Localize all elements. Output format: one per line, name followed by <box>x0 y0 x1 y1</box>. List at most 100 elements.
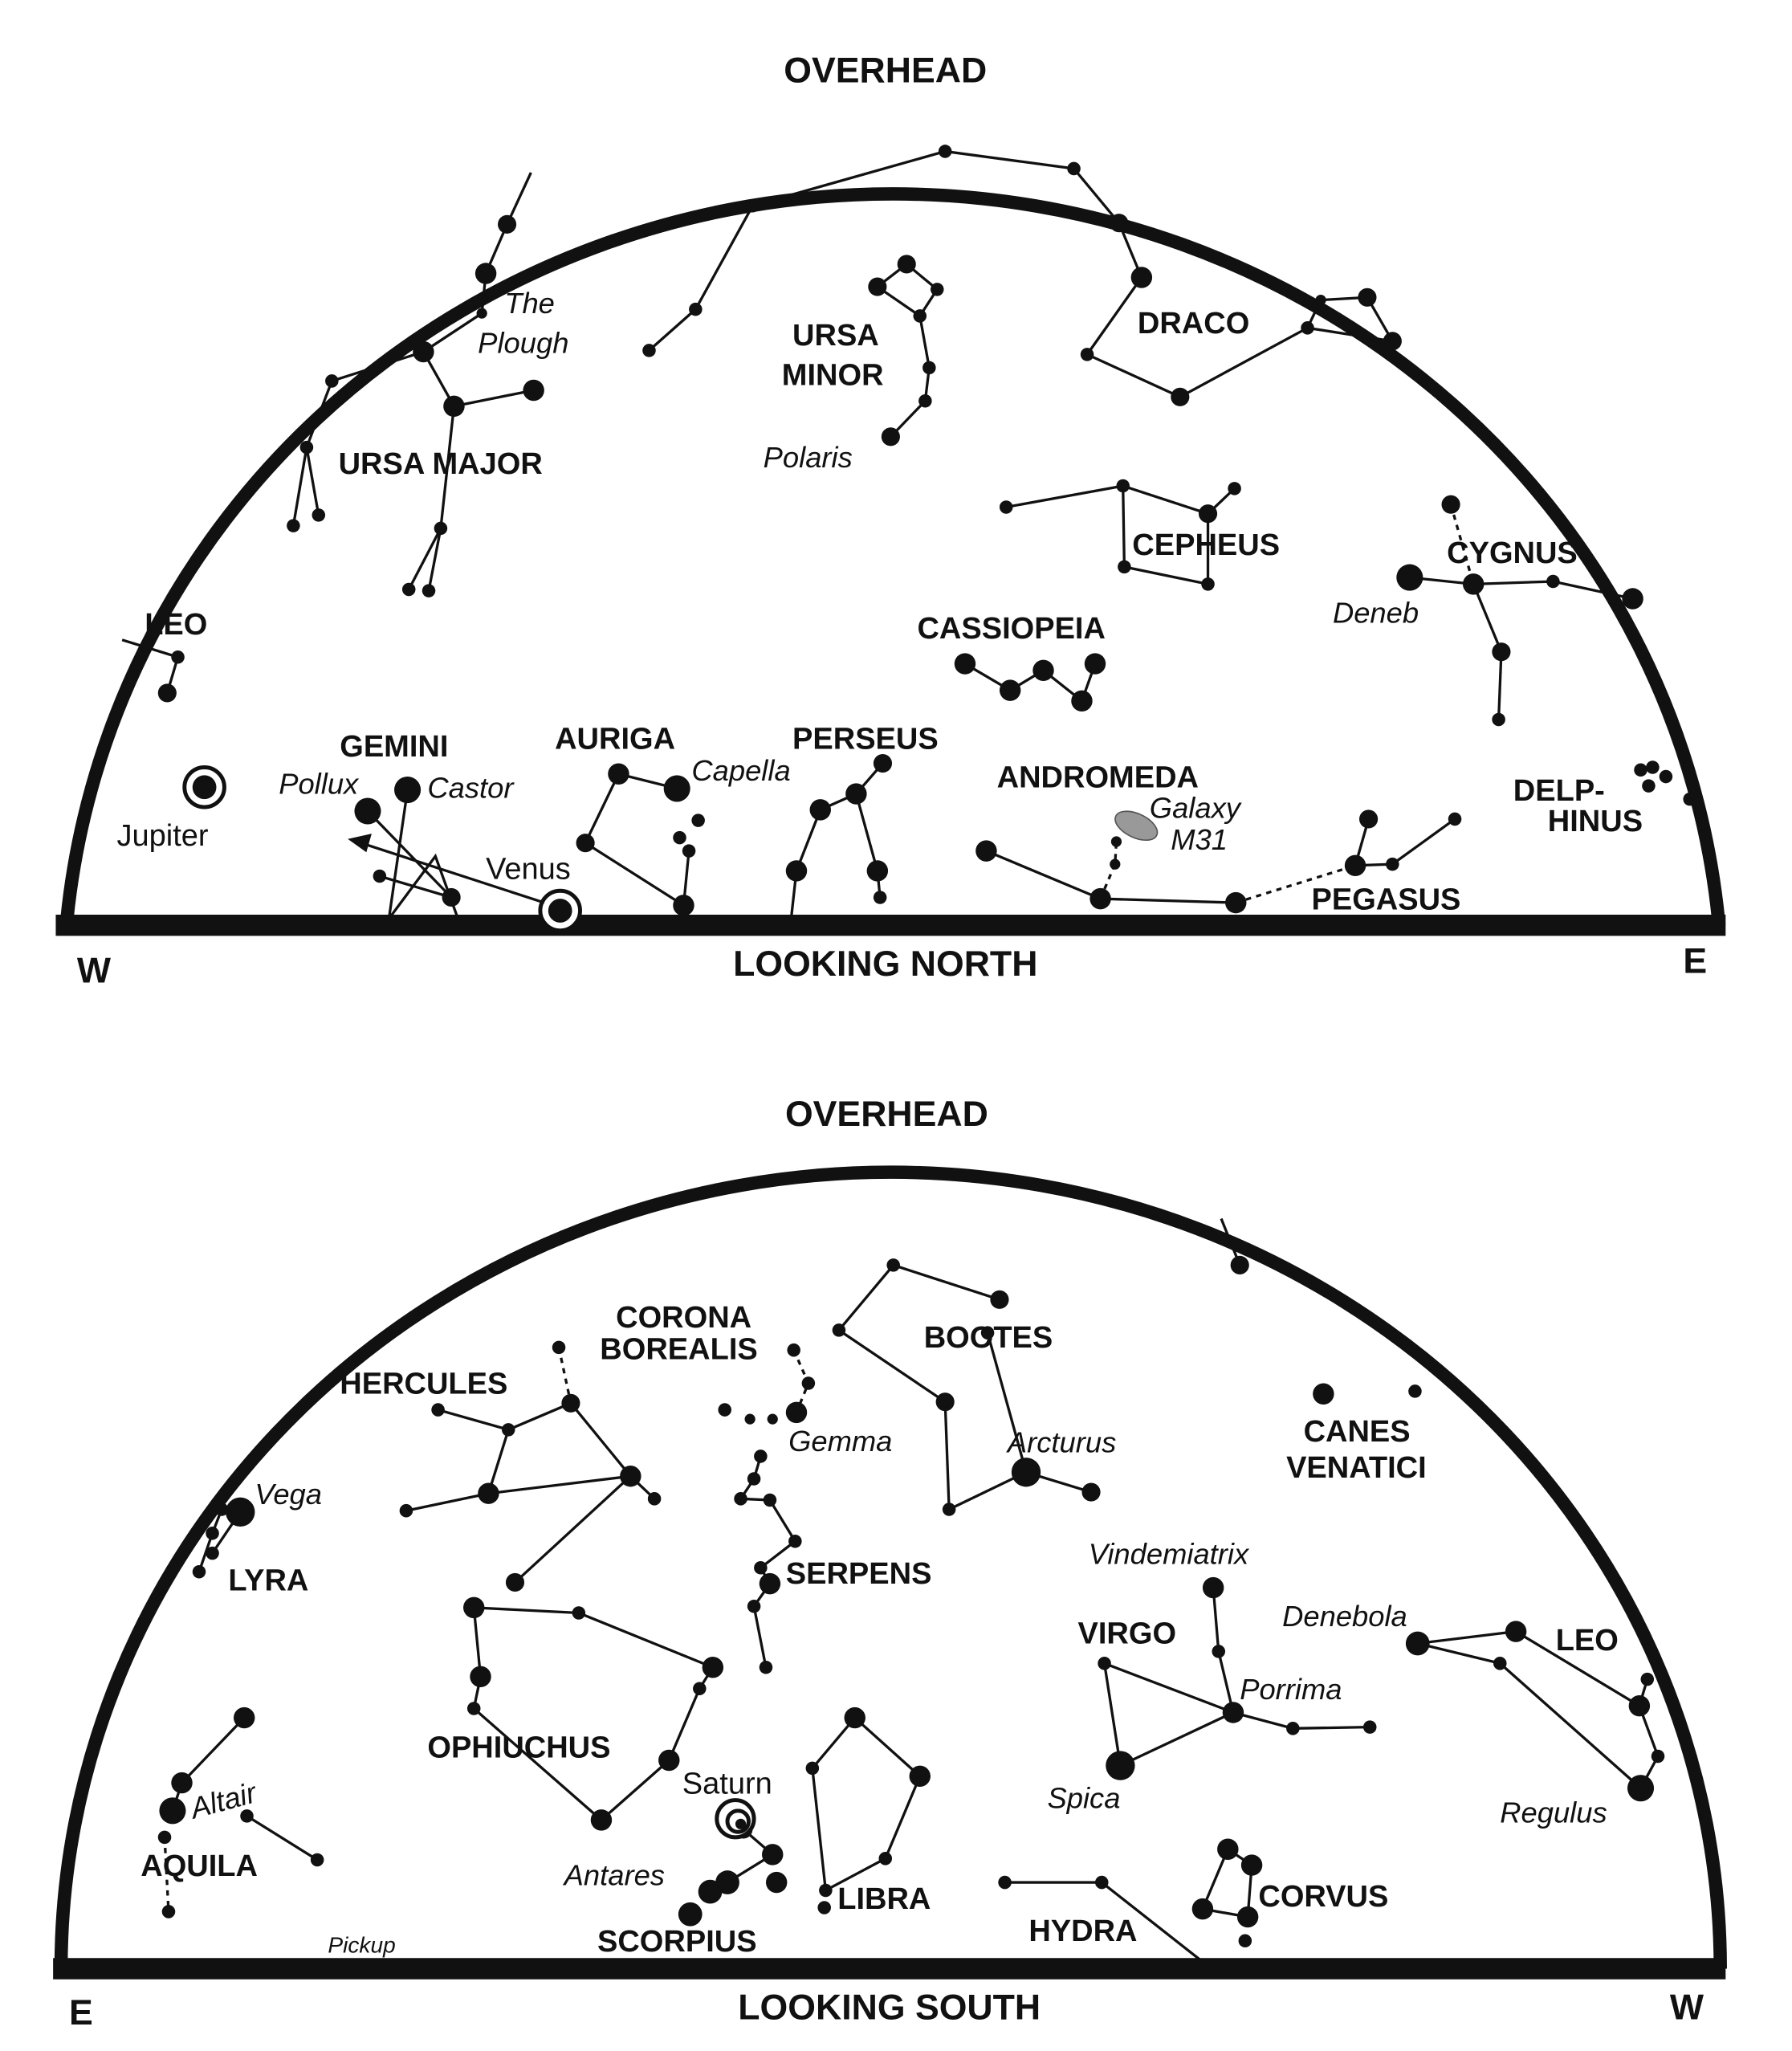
south-chart: OVERHEAD LOOKING SOUTH E W CORONA BOREAL… <box>53 1095 1727 2033</box>
star <box>1313 1383 1334 1405</box>
star <box>763 1493 777 1507</box>
label-pickup: Pickup <box>328 1933 395 1958</box>
star <box>999 500 1013 514</box>
constellation-line <box>893 1263 1000 1301</box>
star <box>478 1482 499 1504</box>
star <box>1212 1645 1226 1658</box>
west-label: W <box>77 951 112 990</box>
star <box>1358 287 1377 307</box>
star <box>718 1403 731 1417</box>
label-virgo: VIRGO <box>1078 1617 1177 1651</box>
star <box>785 860 808 882</box>
star <box>171 650 185 664</box>
star <box>759 1660 773 1674</box>
label-serpens: SERPENS <box>786 1557 932 1591</box>
star <box>785 1401 808 1424</box>
label-aquila: AQUILA <box>141 1849 258 1883</box>
star <box>801 1376 816 1390</box>
constellation-line <box>1638 1678 1660 1789</box>
star <box>373 869 387 883</box>
star <box>744 1413 755 1425</box>
star <box>647 1492 662 1506</box>
star <box>413 340 434 363</box>
star <box>1130 267 1153 288</box>
star <box>817 1901 831 1914</box>
label-corona: CORONA <box>616 1301 751 1335</box>
star <box>1627 1775 1655 1802</box>
constellation-line <box>569 1402 656 1500</box>
saturn-marker <box>715 1798 756 1840</box>
label-minor: MINOR <box>782 358 884 392</box>
star <box>1201 577 1215 591</box>
label-ophiuchus: OPHIUCHUS <box>427 1731 610 1765</box>
label-regulus: Regulus <box>1500 1796 1607 1829</box>
label-m31: M31 <box>1171 823 1228 856</box>
constellation-line <box>366 809 453 899</box>
star <box>942 1503 956 1516</box>
star <box>935 1392 955 1412</box>
label-polaris: Polaris <box>764 441 853 474</box>
constellation-line <box>472 1606 715 1822</box>
star <box>918 393 932 408</box>
star <box>161 1905 176 1918</box>
star <box>312 508 326 522</box>
label-arcturus: Arcturus <box>1006 1425 1116 1458</box>
star <box>1408 1384 1422 1398</box>
star <box>1098 1657 1111 1670</box>
star <box>788 1534 802 1548</box>
label-draco: DRACO <box>1138 307 1249 340</box>
star <box>1011 1458 1041 1487</box>
constellation-line <box>305 446 320 516</box>
star <box>805 1761 820 1776</box>
star <box>1505 1621 1527 1642</box>
star <box>501 1423 515 1437</box>
constellation-line <box>487 1429 510 1494</box>
constellation-line <box>1409 576 1633 601</box>
star <box>747 1472 761 1486</box>
m31-galaxy <box>1114 810 1159 842</box>
star <box>325 374 339 388</box>
star <box>206 1546 219 1560</box>
label-leo: LEO <box>1556 1624 1619 1658</box>
star <box>463 1596 485 1619</box>
star <box>678 1902 703 1927</box>
star <box>1110 858 1121 870</box>
star <box>1236 1906 1259 1928</box>
label-ursa: URSA <box>792 319 879 353</box>
label-ursa-major: URSA MAJOR <box>339 447 543 481</box>
star <box>689 302 703 316</box>
label-auriga: AURIGA <box>555 722 675 756</box>
constellation-line <box>1005 484 1236 516</box>
star <box>954 653 976 675</box>
star <box>620 1465 641 1487</box>
constellation-line <box>986 1332 1028 1473</box>
star <box>999 679 1021 701</box>
label-borealis: BOREALIS <box>600 1333 757 1367</box>
star <box>975 840 997 862</box>
star <box>159 1797 186 1825</box>
star <box>1362 1720 1377 1734</box>
star <box>1191 1898 1214 1920</box>
star <box>299 440 314 455</box>
star <box>1546 574 1560 589</box>
star <box>762 1844 784 1865</box>
star <box>157 683 177 703</box>
star <box>990 1290 1009 1309</box>
star <box>930 283 944 296</box>
star <box>287 519 300 532</box>
star <box>157 1830 172 1845</box>
star <box>1622 588 1643 610</box>
star <box>1089 887 1111 910</box>
star <box>1171 387 1190 406</box>
star <box>754 1561 768 1575</box>
label-capella: Capella <box>691 754 790 787</box>
star <box>1081 1482 1101 1502</box>
star <box>1651 1749 1665 1764</box>
star <box>214 1503 229 1516</box>
label-pollux: Pollux <box>279 768 360 801</box>
star <box>819 1883 833 1898</box>
star <box>759 1572 781 1595</box>
label-plough: Plough <box>478 327 568 360</box>
constellation-line <box>427 528 442 591</box>
label-cepheus: CEPHEUS <box>1132 528 1280 562</box>
